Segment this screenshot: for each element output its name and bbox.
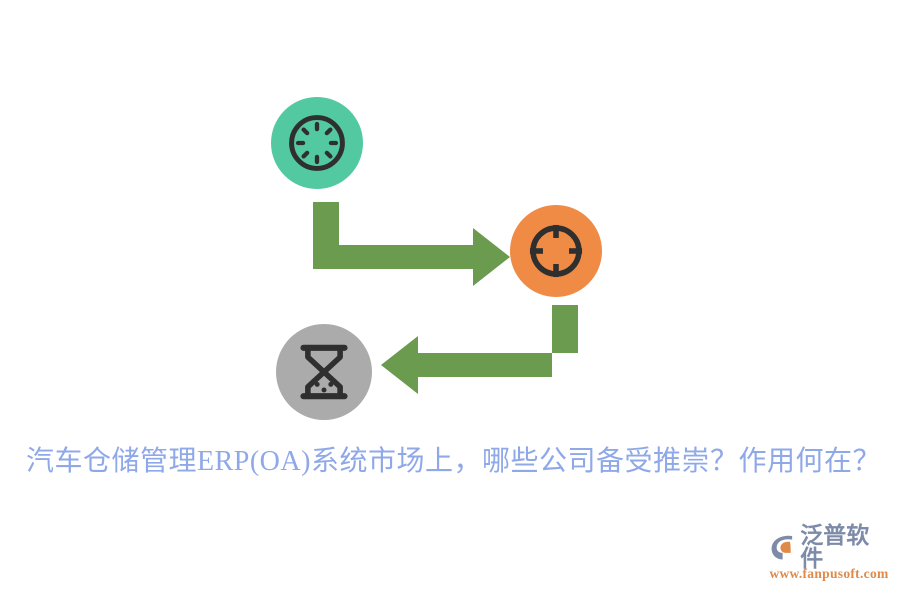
node-waiting[interactable] xyxy=(276,324,372,420)
node-process[interactable] xyxy=(271,97,363,189)
node-target[interactable] xyxy=(510,205,602,297)
watermark-logo: 泛普软件 www.fanpusoft.com xyxy=(768,524,890,588)
caption-text: 汽车仓储管理ERP(OA)系统市场上，哪些公司备受推崇？作用何在？ xyxy=(26,446,881,477)
crosshair-icon xyxy=(529,224,583,278)
fanpu-swoosh-icon xyxy=(771,535,793,560)
spinner-icon xyxy=(289,115,345,171)
logo-wordmark: 泛普软件 xyxy=(800,522,870,571)
hourglass-icon xyxy=(300,344,348,400)
arrow-target-to-waiting xyxy=(381,305,578,394)
arrow-process-to-target xyxy=(313,202,510,286)
logo-url: www.fanpusoft.com xyxy=(769,566,889,581)
logo-row: 泛普软件 xyxy=(768,524,890,570)
